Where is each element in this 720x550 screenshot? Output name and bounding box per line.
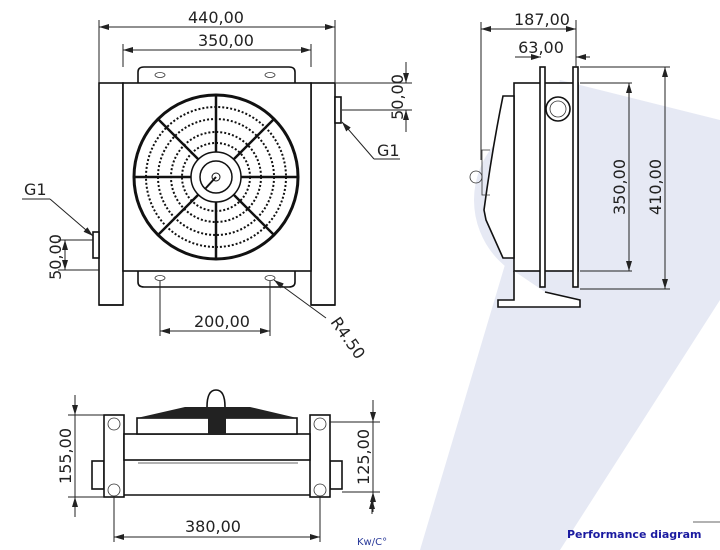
dim-overall-width: 440,00 bbox=[188, 8, 244, 27]
top-bracket bbox=[137, 66, 296, 83]
bottom-fan-shroud bbox=[137, 407, 297, 418]
dim-hole-spacing: 380,00 bbox=[185, 517, 241, 536]
bottom-left-bracket bbox=[103, 414, 125, 498]
dim-tank-depth: 63,00 bbox=[518, 38, 564, 57]
side-fan bbox=[483, 95, 515, 259]
bottom-view: 155,00 125,00 380,00 bbox=[56, 389, 380, 542]
dim-core-width: 350,00 bbox=[198, 31, 254, 50]
dim-radius: R4.50 bbox=[327, 313, 369, 362]
unit-label: Kw/C° bbox=[357, 537, 388, 548]
bottom-right-bracket bbox=[309, 414, 331, 498]
bottom-core bbox=[123, 433, 311, 461]
front-view: 440,00 350,00 50,00 G1 G1 50,00 200,00 R… bbox=[22, 8, 412, 363]
dim-core-height: 350,00 bbox=[610, 159, 629, 215]
dim-height-right: 125,00 bbox=[354, 429, 373, 485]
dim-overall-depth: 187,00 bbox=[514, 10, 570, 29]
side-view: 187,00 63,00 350,00 410,00 bbox=[469, 10, 670, 308]
port-right bbox=[334, 96, 342, 124]
port-right-label: G1 bbox=[377, 141, 400, 160]
side-foot bbox=[497, 271, 581, 308]
lifting-eye bbox=[469, 170, 483, 184]
fan-grille bbox=[132, 93, 300, 261]
port-left bbox=[92, 231, 100, 259]
bottom-bracket bbox=[137, 271, 296, 288]
dim-port-bottom: 50,00 bbox=[46, 234, 65, 280]
performance-diagram-title: Performance diagram bbox=[567, 528, 702, 541]
dim-port-top: 50,00 bbox=[388, 74, 407, 120]
dim-mount-spacing: 200,00 bbox=[194, 312, 250, 331]
port-left-label: G1 bbox=[24, 180, 47, 199]
left-tank bbox=[98, 82, 124, 306]
dim-overall-height: 410,00 bbox=[646, 159, 665, 215]
right-tank bbox=[310, 82, 336, 306]
dim-height-left: 155,00 bbox=[56, 428, 75, 484]
side-port bbox=[545, 96, 571, 122]
